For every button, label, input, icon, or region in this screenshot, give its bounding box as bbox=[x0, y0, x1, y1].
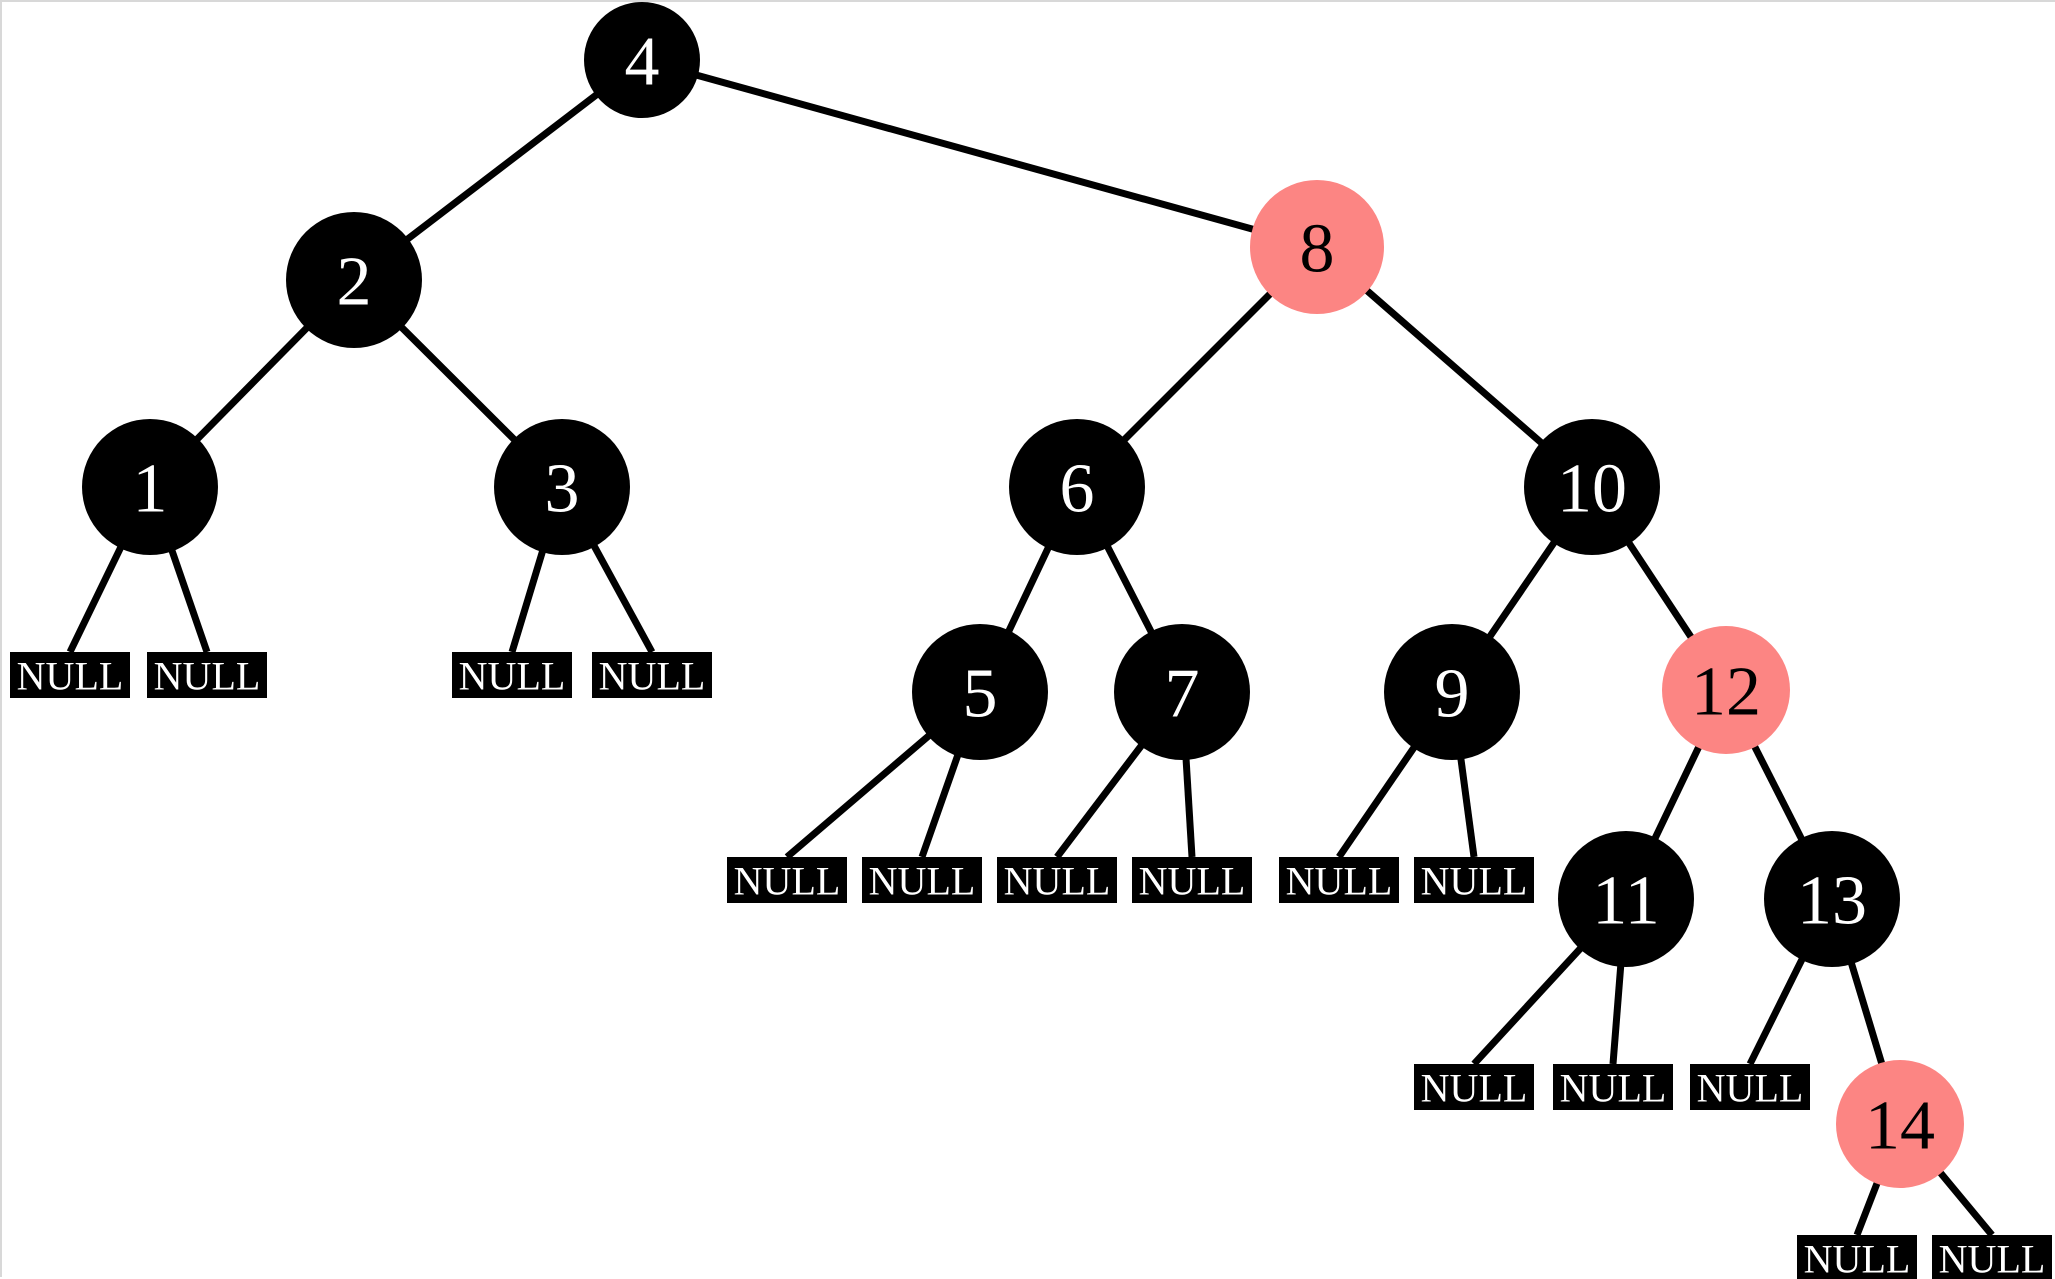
null-leaf-label: NULL bbox=[869, 859, 976, 904]
null-leaf: NULL bbox=[10, 652, 130, 699]
null-leaf-label: NULL bbox=[1286, 859, 1393, 904]
tree-node-10[interactable]: 10 bbox=[1524, 419, 1660, 555]
null-leaf-label: NULL bbox=[599, 654, 706, 699]
tree-node-label: 3 bbox=[545, 451, 580, 528]
tree-node-12[interactable]: 12 bbox=[1662, 626, 1790, 754]
tree-node-label: 12 bbox=[1691, 654, 1761, 731]
null-leaf: NULL bbox=[1932, 1235, 2052, 1279]
null-leaf: NULL bbox=[1797, 1235, 1917, 1279]
tree-node-label: 4 bbox=[625, 24, 660, 101]
tree-node-8[interactable]: 8 bbox=[1250, 180, 1384, 314]
null-leaf: NULL bbox=[1553, 1064, 1673, 1111]
tree-node-label: 5 bbox=[963, 656, 998, 733]
null-leaf-label: NULL bbox=[1139, 859, 1246, 904]
tree-node-13[interactable]: 13 bbox=[1764, 831, 1900, 967]
tree-node-label: 8 bbox=[1300, 211, 1335, 288]
null-leaf-label: NULL bbox=[1421, 1066, 1528, 1111]
null-leaf-label: NULL bbox=[734, 859, 841, 904]
tree-node-4[interactable]: 4 bbox=[584, 2, 700, 118]
null-leaf-label: NULL bbox=[1939, 1237, 2046, 1279]
null-leaf: NULL bbox=[997, 857, 1117, 904]
null-leaf-label: NULL bbox=[1697, 1066, 1804, 1111]
tree-node-2[interactable]: 2 bbox=[286, 212, 422, 348]
tree-node-label: 6 bbox=[1060, 451, 1095, 528]
null-leaf: NULL bbox=[862, 857, 982, 904]
null-leaf-label: NULL bbox=[17, 654, 124, 699]
tree-node-label: 13 bbox=[1797, 863, 1867, 940]
tree-node-label: 9 bbox=[1435, 656, 1470, 733]
null-leaf-label: NULL bbox=[154, 654, 261, 699]
tree-node-label: 2 bbox=[337, 244, 372, 321]
null-leaf: NULL bbox=[452, 652, 572, 699]
null-leaf: NULL bbox=[1414, 1064, 1534, 1111]
tree-node-11[interactable]: 11 bbox=[1558, 831, 1694, 967]
tree-node-5[interactable]: 5 bbox=[912, 624, 1048, 760]
tree-node-3[interactable]: 3 bbox=[494, 419, 630, 555]
null-leaf-label: NULL bbox=[1421, 859, 1528, 904]
null-leaf-label: NULL bbox=[1804, 1237, 1911, 1279]
tree-node-14[interactable]: 14 bbox=[1836, 1060, 1964, 1188]
null-leaf: NULL bbox=[1690, 1064, 1810, 1111]
null-leaf-label: NULL bbox=[1560, 1066, 1667, 1111]
null-leaf: NULL bbox=[147, 652, 267, 699]
null-leaf: NULL bbox=[1132, 857, 1252, 904]
tree-node-9[interactable]: 9 bbox=[1384, 624, 1520, 760]
tree-node-label: 7 bbox=[1165, 656, 1200, 733]
tree-node-label: 11 bbox=[1592, 863, 1659, 940]
tree-node-1[interactable]: 1 bbox=[82, 419, 218, 555]
tree-node-label: 10 bbox=[1557, 451, 1627, 528]
tree-edge-n4-n8 bbox=[642, 60, 1317, 247]
tree-node-label: 1 bbox=[133, 451, 168, 528]
tree-node-6[interactable]: 6 bbox=[1009, 419, 1145, 555]
null-leaf: NULL bbox=[1414, 857, 1534, 904]
null-leaf: NULL bbox=[727, 857, 847, 904]
null-leaf-label: NULL bbox=[459, 654, 566, 699]
null-leaf-label: NULL bbox=[1004, 859, 1111, 904]
tree-node-label: 14 bbox=[1865, 1088, 1935, 1165]
null-leaf: NULL bbox=[1279, 857, 1399, 904]
tree-node-7[interactable]: 7 bbox=[1114, 624, 1250, 760]
null-leaf: NULL bbox=[592, 652, 712, 699]
